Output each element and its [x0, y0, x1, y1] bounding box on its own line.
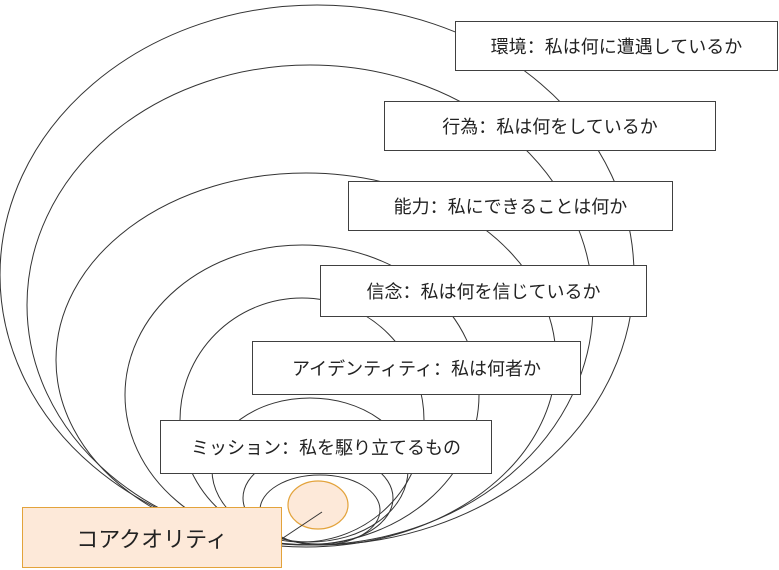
level-label-belief: 信念：私は何を信じているか [320, 265, 647, 317]
core-quality-label: コアクオリティ [22, 507, 282, 568]
level-label-mission: ミッション：私を駆り立てるもの [160, 420, 492, 474]
core-connector [279, 511, 323, 541]
ring-belief [124, 244, 480, 546]
level-label-environment: 環境：私は何に遭遇しているか [455, 21, 778, 71]
level-label-capability: 能力：私にできることは何か [348, 181, 673, 231]
core-circle [287, 480, 349, 530]
level-label-identity: アイデンティティ：私は何者か [252, 341, 581, 395]
level-label-behavior: 行為：私は何をしているか [384, 101, 716, 151]
